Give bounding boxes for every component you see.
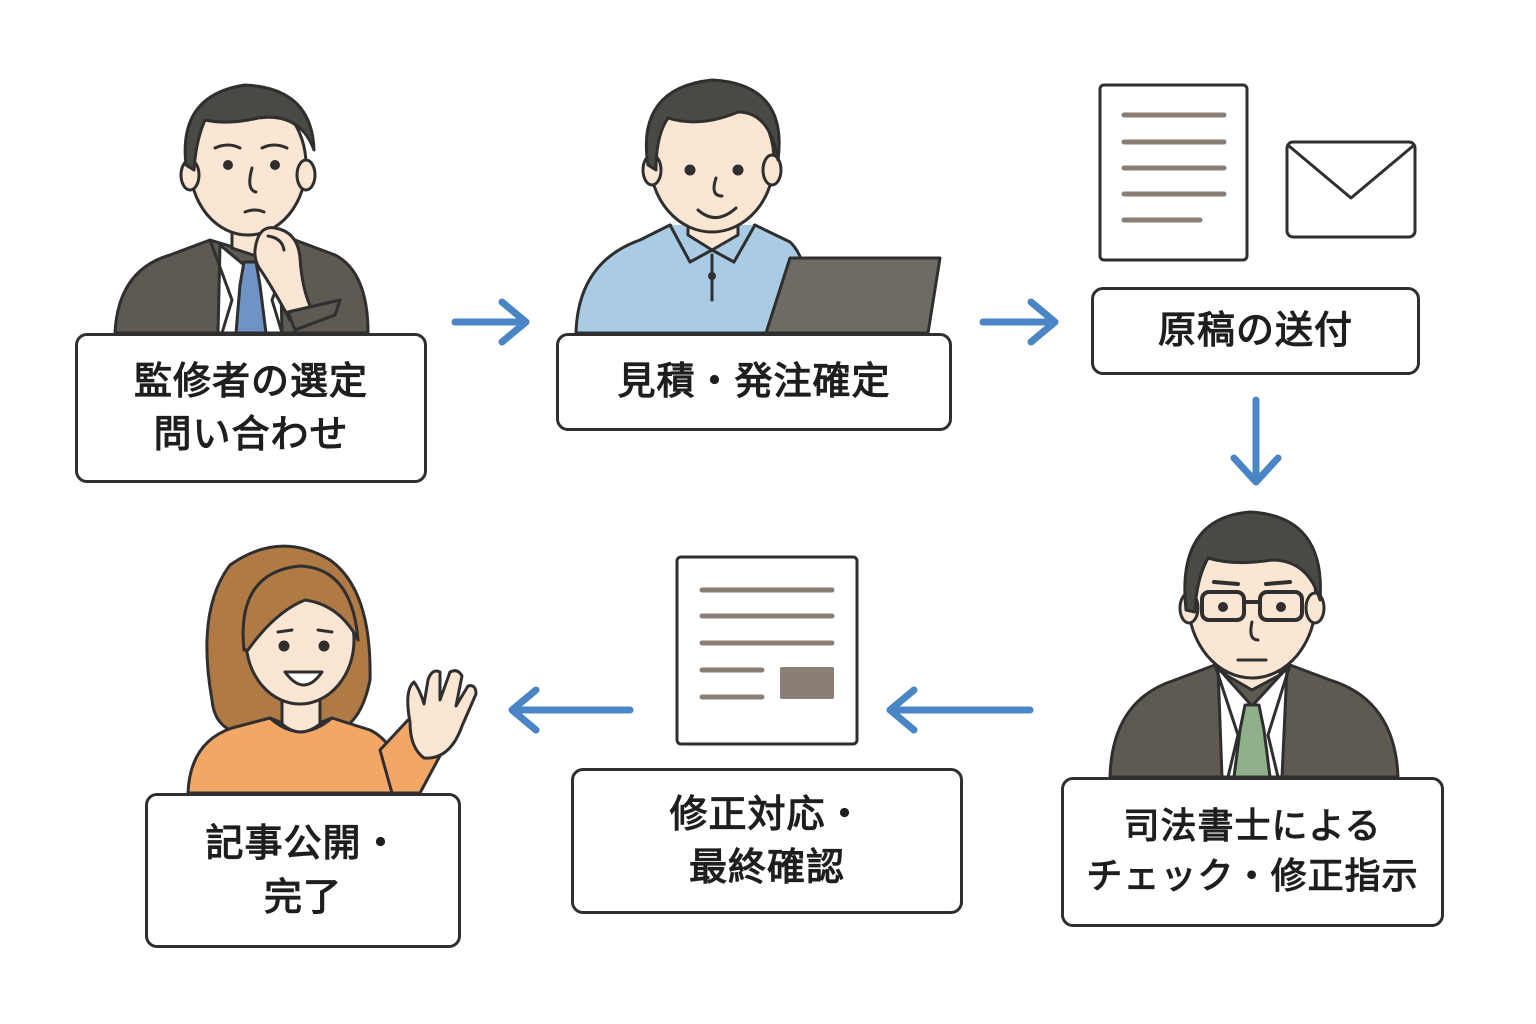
step-line: 司法書士による — [1123, 805, 1382, 847]
step-publish-label: 記事公開・ 完了 — [145, 793, 461, 948]
step-line: 修正対応・ — [669, 791, 865, 836]
step-line: 記事公開・ — [205, 821, 401, 866]
woman-waving-icon — [186, 544, 478, 795]
arrow-right-1 — [451, 298, 530, 346]
step-review-label: 司法書士による チェック・修正指示 — [1061, 777, 1444, 927]
document-icon — [1098, 83, 1249, 262]
step-line: 原稿の送付 — [1157, 308, 1353, 353]
step-line: 見積・発注確定 — [617, 359, 891, 404]
step-line: 最終確認 — [688, 845, 845, 889]
step-line: 監修者の選定 — [133, 358, 368, 403]
arrow-left-2 — [508, 686, 634, 734]
man-laptop-icon — [574, 78, 942, 335]
arrow-right-2 — [979, 298, 1059, 346]
glasses-man-icon — [1108, 510, 1400, 779]
thinking-man-icon — [113, 83, 370, 335]
document-with-image-icon — [675, 555, 859, 746]
step-estimate-label: 見積・発注確定 — [556, 333, 952, 431]
step-send-manuscript-label: 原稿の送付 — [1091, 287, 1420, 375]
arrow-down — [1230, 396, 1282, 486]
step-line: チェック・修正指示 — [1086, 856, 1419, 897]
step-inquiry-label: 監修者の選定 問い合わせ — [75, 333, 427, 483]
envelope-icon — [1285, 140, 1417, 239]
step-line: 問い合わせ — [153, 412, 349, 456]
step-revision-label: 修正対応・ 最終確認 — [571, 768, 963, 914]
arrow-left-1 — [886, 686, 1034, 734]
step-line: 完了 — [263, 874, 342, 919]
